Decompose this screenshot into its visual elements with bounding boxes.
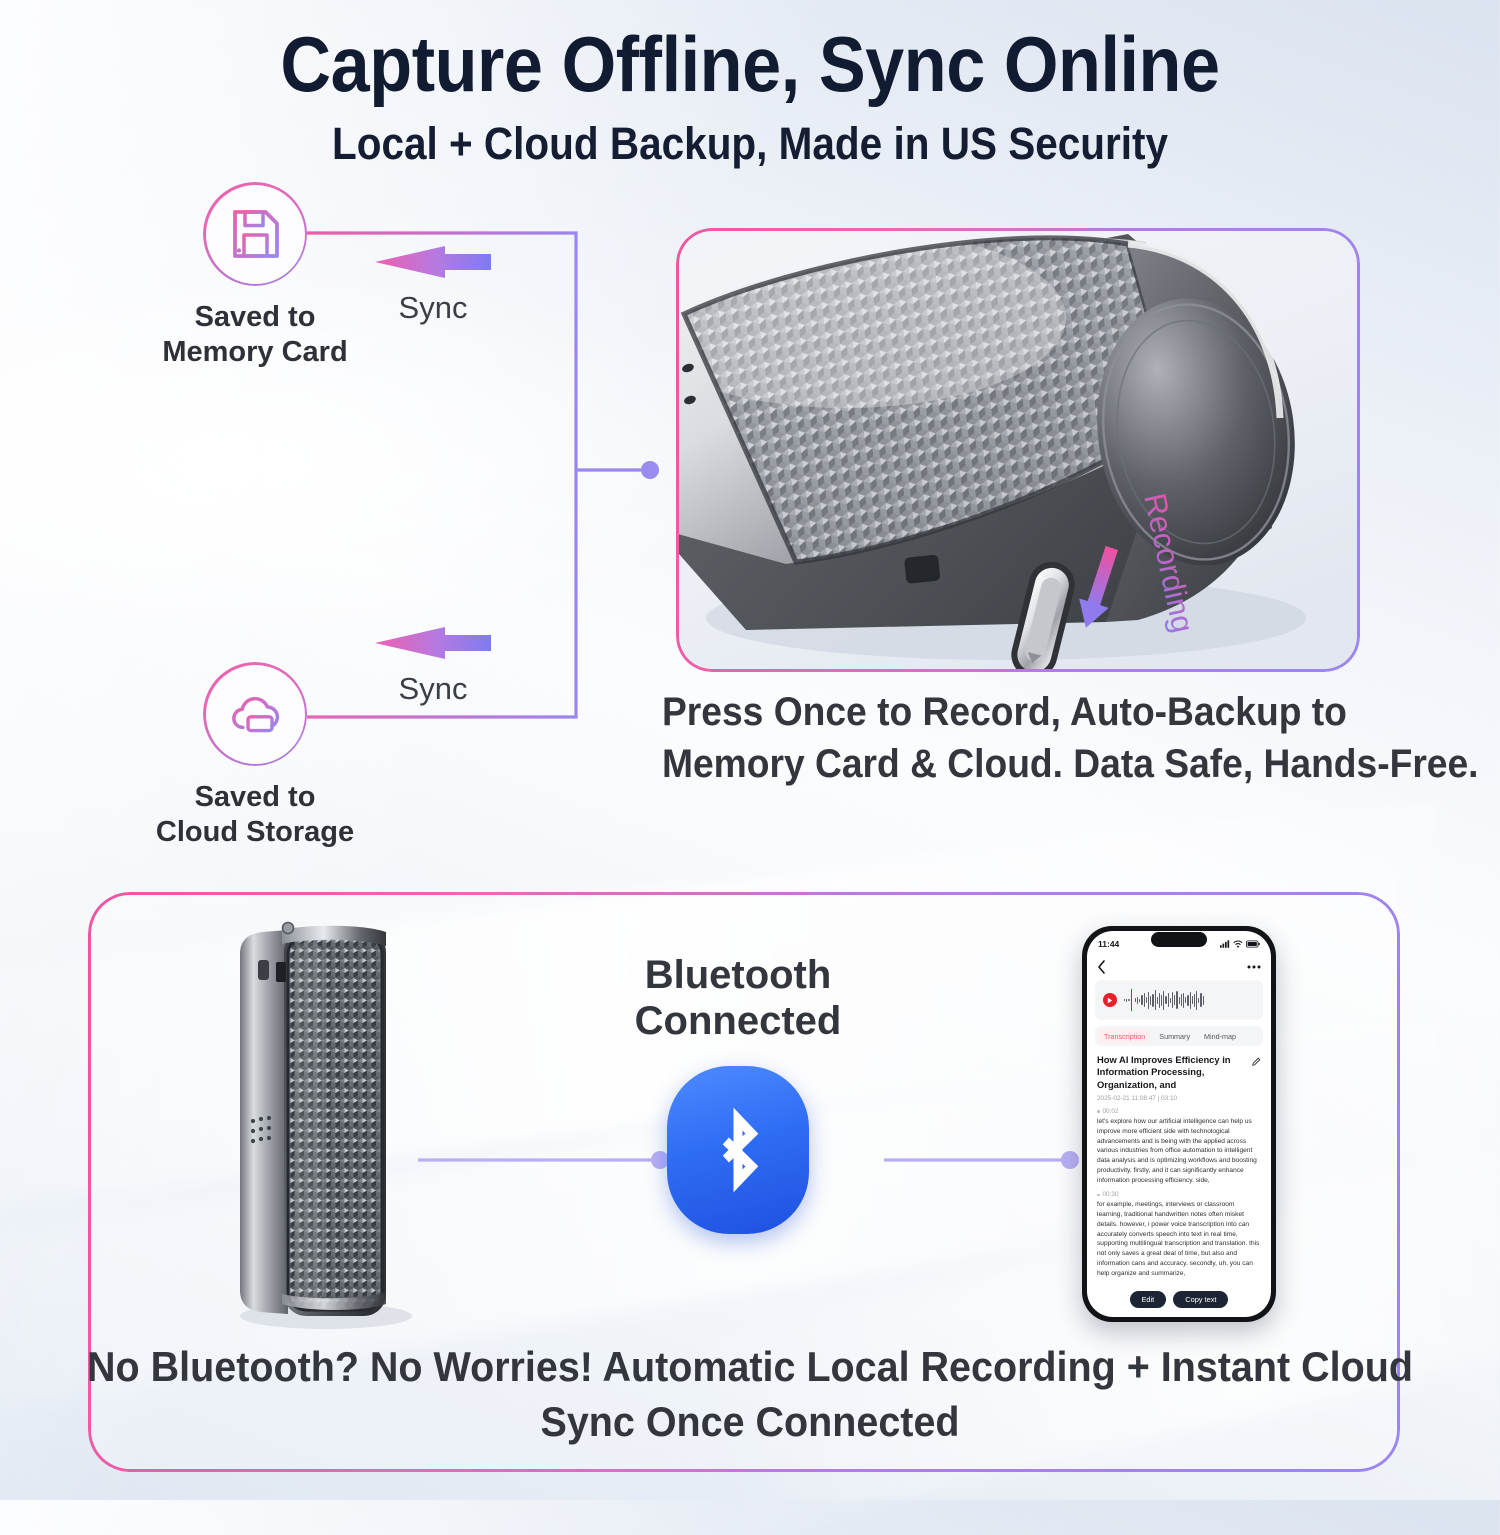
- sync-indicator-top: Sync: [348, 243, 518, 326]
- play-icon[interactable]: [1103, 993, 1117, 1007]
- sync-label-top: Sync: [398, 290, 468, 325]
- bluetooth-label-line1: Bluetooth: [644, 953, 832, 997]
- bluetooth-icon: [722, 1107, 759, 1193]
- header-block: Capture Offline, Sync Online Local + Clo…: [0, 20, 1500, 170]
- note-title: How AI Improves Efficiency in Informatio…: [1097, 1054, 1231, 1090]
- bullet-dot-icon: [1097, 1193, 1100, 1197]
- chevron-left-icon[interactable]: [1097, 960, 1106, 974]
- recorder-device-illustration: [240, 921, 412, 1329]
- memory-card-icon-circle: [203, 182, 307, 286]
- product-caption: Press Once to Record, Auto-Backup to Mem…: [662, 690, 1479, 786]
- cloud-storage-icon: [232, 697, 280, 733]
- phone-screen: 11:44: [1087, 931, 1271, 1317]
- phone-notch: [1151, 932, 1207, 947]
- edit-button[interactable]: Edit: [1129, 1291, 1167, 1308]
- phone-status-bar: 11:44: [1087, 931, 1271, 957]
- transcript-segment: 00:30 for example, meetings, interviews …: [1097, 1191, 1261, 1278]
- waveform[interactable]: [1124, 989, 1255, 1011]
- battery-icon: [1246, 940, 1260, 948]
- bluetooth-label-line2: Connected: [634, 999, 842, 1043]
- sync-arrow-left-icon: [375, 246, 491, 278]
- cloud-storage-icon-circle: [203, 662, 307, 766]
- bullet-dot-icon: [1097, 1110, 1100, 1113]
- audio-player[interactable]: [1095, 980, 1263, 1020]
- flow-node-cloud-storage: Saved to Cloud Storage: [105, 662, 405, 851]
- sync-indicator-bottom: Sync: [348, 624, 518, 707]
- flow-node-memory-card: Saved to Memory Card: [105, 182, 405, 371]
- page-title: Capture Offline, Sync Online: [280, 20, 1220, 108]
- transcript-segment: 00:02 let's explore how our artificial i…: [1097, 1108, 1261, 1185]
- sync-arrow-left-icon: [375, 627, 491, 659]
- segment-time: 00:02: [1102, 1108, 1119, 1116]
- segment-text: let's explore how our artificial intelli…: [1097, 1118, 1257, 1184]
- bottom-caption: No Bluetooth? No Worries! Automatic Loca…: [87, 1343, 1413, 1445]
- cloud-storage-label: Saved to Cloud Storage: [155, 781, 355, 849]
- content-tabs[interactable]: Transcription Summary Mind-map: [1095, 1026, 1263, 1046]
- cellular-signal-icon: [1220, 940, 1230, 948]
- floppy-disk-icon: [233, 210, 279, 258]
- sync-label-bottom: Sync: [398, 671, 468, 706]
- status-time: 11:44: [1098, 939, 1120, 949]
- note-title-row: How AI Improves Efficiency in Informatio…: [1097, 1054, 1261, 1091]
- note-timestamp: 2025-02-21 11:08:47 | 03:10: [1097, 1095, 1178, 1103]
- phone-nav-row: [1087, 957, 1271, 977]
- copy-text-button[interactable]: Copy text: [1173, 1291, 1229, 1308]
- segment-time-row: 00:02: [1097, 1108, 1261, 1115]
- product-photo-panel: Recording Recording: [676, 228, 1360, 672]
- segment-text: for example, meetings, interviews or cla…: [1097, 1201, 1260, 1277]
- tab-transcription[interactable]: Transcription: [1099, 1029, 1151, 1043]
- wifi-icon: [1233, 940, 1243, 948]
- phone-mockup: 11:44: [1082, 926, 1276, 1322]
- memory-card-label: Saved to Memory Card: [162, 301, 348, 369]
- status-icons: [1220, 940, 1260, 948]
- bluetooth-badge: [667, 1066, 809, 1234]
- transcript-list[interactable]: 00:02 let's explore how our artificial i…: [1097, 1108, 1261, 1286]
- segment-time: 00:30: [1102, 1191, 1119, 1199]
- tab-mind-map[interactable]: Mind-map: [1204, 1031, 1237, 1041]
- bluetooth-status-group: Bluetooth Connected: [592, 952, 884, 1234]
- page-subtitle: Local + Cloud Backup, Made in US Securit…: [331, 117, 1169, 169]
- recorder-closeup-illustration: Recording: [676, 228, 1360, 672]
- segment-time-row: 00:30: [1097, 1191, 1261, 1198]
- ellipsis-icon[interactable]: [1247, 965, 1261, 969]
- tab-summary[interactable]: Summary: [1159, 1031, 1191, 1041]
- pencil-icon[interactable]: [1252, 1057, 1261, 1066]
- phone-action-bar: Edit Copy text: [1087, 1286, 1271, 1317]
